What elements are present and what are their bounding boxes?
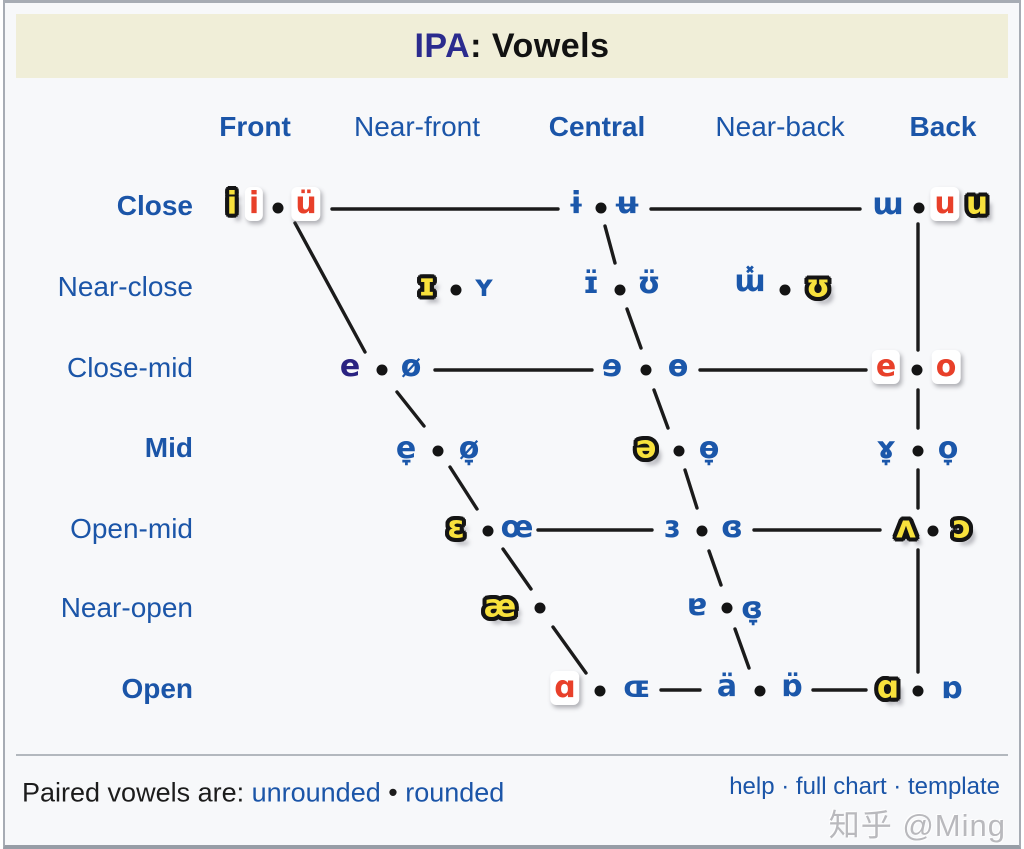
pair-dot [721, 602, 733, 614]
title-text: : Vowels [470, 26, 610, 65]
vowel-symbol[interactable]: ɞ̞ [741, 591, 763, 626]
footer-note-bullet: • [380, 777, 406, 808]
title-ipa-link[interactable]: IPA [414, 26, 471, 65]
row-header-close-mid[interactable]: Close-mid [66, 352, 193, 383]
vowel-symbol[interactable]: i [244, 187, 264, 221]
vowel-symbol[interactable]: ʊ [806, 268, 830, 305]
pair-dot [594, 685, 606, 697]
pair-dot [595, 202, 607, 214]
vowel-symbol[interactable]: ɶ [623, 670, 651, 705]
pair-dot [640, 364, 652, 376]
pair-dot [376, 364, 388, 376]
row-header-open-mid[interactable]: Open-mid [70, 513, 193, 544]
footer-sep: · [774, 773, 796, 800]
vowel-symbol[interactable]: ɵ [667, 349, 689, 384]
vowel-symbol[interactable]: e [339, 349, 361, 384]
vowel-symbol[interactable]: ɑ [550, 671, 580, 705]
link-help[interactable]: help [729, 773, 775, 800]
vowel-symbol[interactable]: i [226, 185, 238, 222]
link-full-chart[interactable]: full chart [795, 773, 887, 800]
vowel-symbol[interactable]: ə [635, 429, 657, 466]
vowel-symbol[interactable]: æ [483, 588, 517, 625]
vowel-symbol[interactable]: ɨ [567, 186, 585, 221]
row-header-near-open[interactable]: Near-open [60, 592, 193, 623]
row-header-close[interactable]: Close [116, 190, 193, 221]
pair-dot [696, 525, 708, 537]
vowel-symbol[interactable]: ɘ [601, 349, 623, 384]
footer-note: Paired vowels are: unrounded • rounded [22, 778, 504, 809]
vowel-symbol[interactable]: ɑ [876, 669, 900, 706]
row-header-open[interactable]: Open [121, 673, 193, 704]
title-panel: IPA: Vowels [16, 14, 1008, 78]
column-header-back[interactable]: Back [909, 111, 977, 142]
vowel-symbol[interactable]: ø [400, 349, 422, 384]
vowel-symbol[interactable]: ʉ [613, 186, 641, 221]
vowel-symbol[interactable]: o̞ [937, 431, 959, 466]
vowel-symbol[interactable]: e [871, 350, 901, 384]
pair-dot [754, 685, 766, 697]
vowel-symbol[interactable]: ɞ [721, 510, 743, 545]
chart-frame [3, 0, 1021, 849]
pair-dot [432, 445, 444, 457]
vowel-symbol[interactable]: ɒ̈ [781, 669, 803, 704]
footer-note-text: Paired vowels are: [22, 777, 252, 808]
link-template[interactable]: template [907, 773, 1000, 800]
pair-dot [913, 202, 925, 214]
vowel-symbol[interactable]: u [965, 185, 989, 222]
pair-dot [911, 364, 923, 376]
pair-dot [779, 284, 791, 296]
row-header-mid[interactable]: Mid [144, 432, 193, 463]
footer-sep: · [886, 773, 908, 800]
pair-dot [482, 525, 494, 537]
vowel-symbol[interactable]: ɯ̽ [734, 264, 766, 299]
column-header-near-back[interactable]: Near-back [715, 111, 845, 142]
column-header-near-front[interactable]: Near-front [353, 111, 481, 142]
pair-dot [927, 525, 939, 537]
pair-dot [450, 284, 462, 296]
vowel-symbol[interactable]: u [930, 187, 960, 221]
vowel-symbol[interactable]: ɤ̞ [876, 431, 896, 466]
pair-dot [673, 445, 685, 457]
vowel-symbol[interactable]: ø̞ [458, 431, 480, 466]
vowel-symbol[interactable]: ü [291, 187, 321, 221]
pair-dot [534, 602, 546, 614]
vowel-symbol[interactable]: ä [716, 669, 738, 704]
vowel-symbol[interactable]: o [931, 350, 961, 384]
footer-divider [16, 754, 1008, 756]
vowel-symbol[interactable]: e̞ [395, 431, 417, 466]
vowel-symbol[interactable]: ʊ̈ [637, 266, 661, 301]
row-header-near-close[interactable]: Near-close [57, 271, 193, 302]
vowel-symbol[interactable]: ɪ [418, 267, 436, 304]
link-unrounded[interactable]: unrounded [251, 777, 381, 808]
vowel-symbol[interactable]: ɔ [952, 509, 972, 546]
pair-dot [912, 445, 924, 457]
column-header-front[interactable]: Front [219, 111, 291, 142]
pair-dot [912, 685, 924, 697]
vowel-symbol[interactable]: œ [500, 510, 534, 545]
vowel-symbol[interactable]: ɒ [941, 671, 963, 706]
pair-dot [272, 202, 284, 214]
footer-links: help · full chart · template [729, 773, 1000, 801]
vowel-symbol[interactable]: ɯ [872, 187, 904, 222]
column-header-central[interactable]: Central [548, 111, 646, 142]
vowel-symbol[interactable]: ɛ [447, 509, 465, 546]
vowel-symbol[interactable]: ʏ [473, 269, 495, 304]
vowel-symbol[interactable]: ɜ [663, 510, 681, 545]
vowel-symbol[interactable]: ʌ [895, 509, 917, 546]
watermark: 知乎 @Ming [828, 808, 1006, 843]
pair-dot [614, 284, 626, 296]
vowel-symbol[interactable]: ɪ̈ [582, 266, 600, 301]
link-rounded[interactable]: rounded [405, 777, 505, 808]
vowel-symbol[interactable]: ɵ̞ [698, 431, 720, 466]
vowel-symbol[interactable]: ɐ [686, 588, 708, 623]
